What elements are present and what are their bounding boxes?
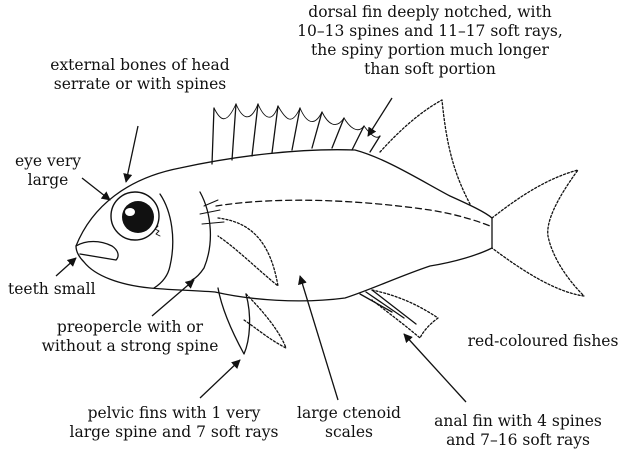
mouth-line [76, 242, 118, 261]
anal-fin-spines [360, 290, 416, 324]
preopercle-line [192, 192, 210, 280]
pelvic-fin-rays [244, 294, 286, 348]
arrow-anal [404, 334, 466, 402]
eye-highlight [125, 208, 135, 216]
soft-dorsal-fin [380, 100, 470, 204]
spiny-dorsal-fin [212, 104, 380, 164]
arrow-pelvic [200, 360, 240, 398]
lateral-line [216, 200, 490, 226]
pectoral-fin [218, 218, 278, 286]
arrow-head-bones [126, 126, 138, 182]
caudal-fin [492, 170, 584, 296]
eye-pupil [122, 201, 154, 233]
red-coloured-note: red-coloured fishes [458, 332, 628, 351]
teeth-label: teeth small [8, 280, 128, 299]
opercle-spines [200, 200, 224, 224]
arrow-teeth [56, 258, 76, 276]
arrow-dorsal [368, 98, 392, 136]
arrow-scales [300, 276, 338, 400]
